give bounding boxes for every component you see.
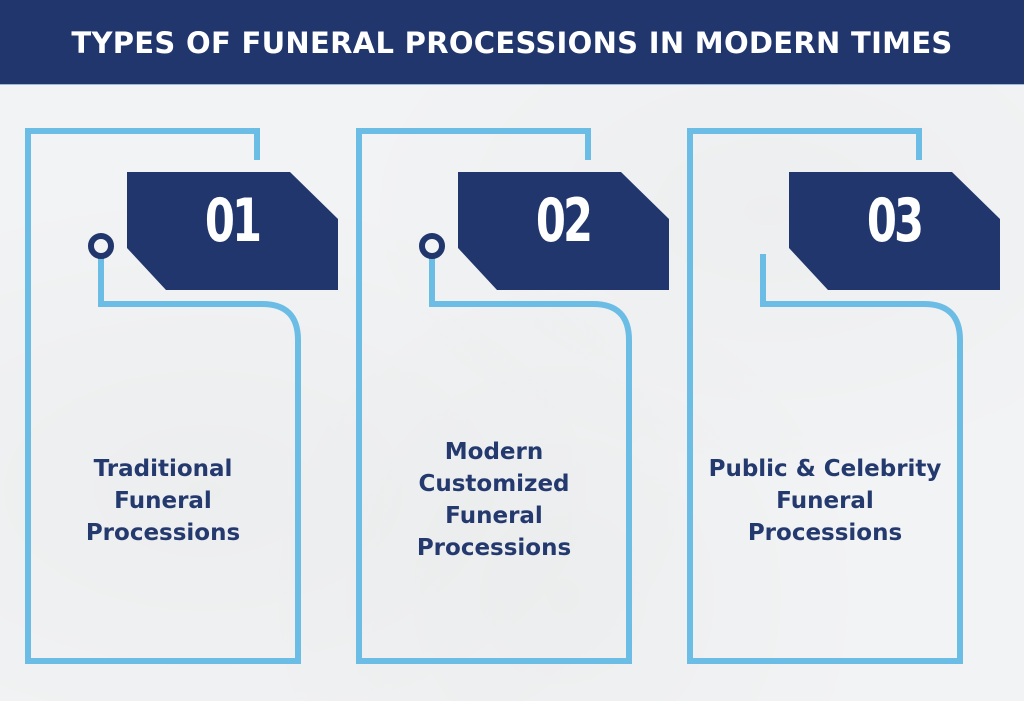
page-title: TYPES OF FUNERAL PROCESSIONS IN MODERN T… xyxy=(71,26,953,60)
card-number: 01 xyxy=(204,186,262,256)
number-tag xyxy=(789,172,1000,290)
number-tag xyxy=(458,172,669,290)
card-01: 01 Traditional Funeral Processions xyxy=(0,0,340,701)
node-circle-icon xyxy=(88,233,114,259)
card-label: Traditional Funeral Processions xyxy=(85,456,241,546)
number-tag xyxy=(127,172,338,290)
card-frame xyxy=(25,128,338,664)
card-frame xyxy=(687,128,1000,664)
card-number: 02 xyxy=(535,186,593,256)
card-02: 02 Modern Customized Funeral Processions xyxy=(331,0,671,701)
node-circle-icon xyxy=(419,233,445,259)
card-frame xyxy=(356,128,669,664)
card-label: Public & Celebrity Funeral Processions xyxy=(708,456,942,546)
title-banner: TYPES OF FUNERAL PROCESSIONS IN MODERN T… xyxy=(0,0,1024,85)
card-label: Modern Customized Funeral Processions xyxy=(416,439,572,561)
card-03: 03 Public & Celebrity Funeral Procession… xyxy=(662,0,1002,701)
card-number: 03 xyxy=(866,186,924,256)
